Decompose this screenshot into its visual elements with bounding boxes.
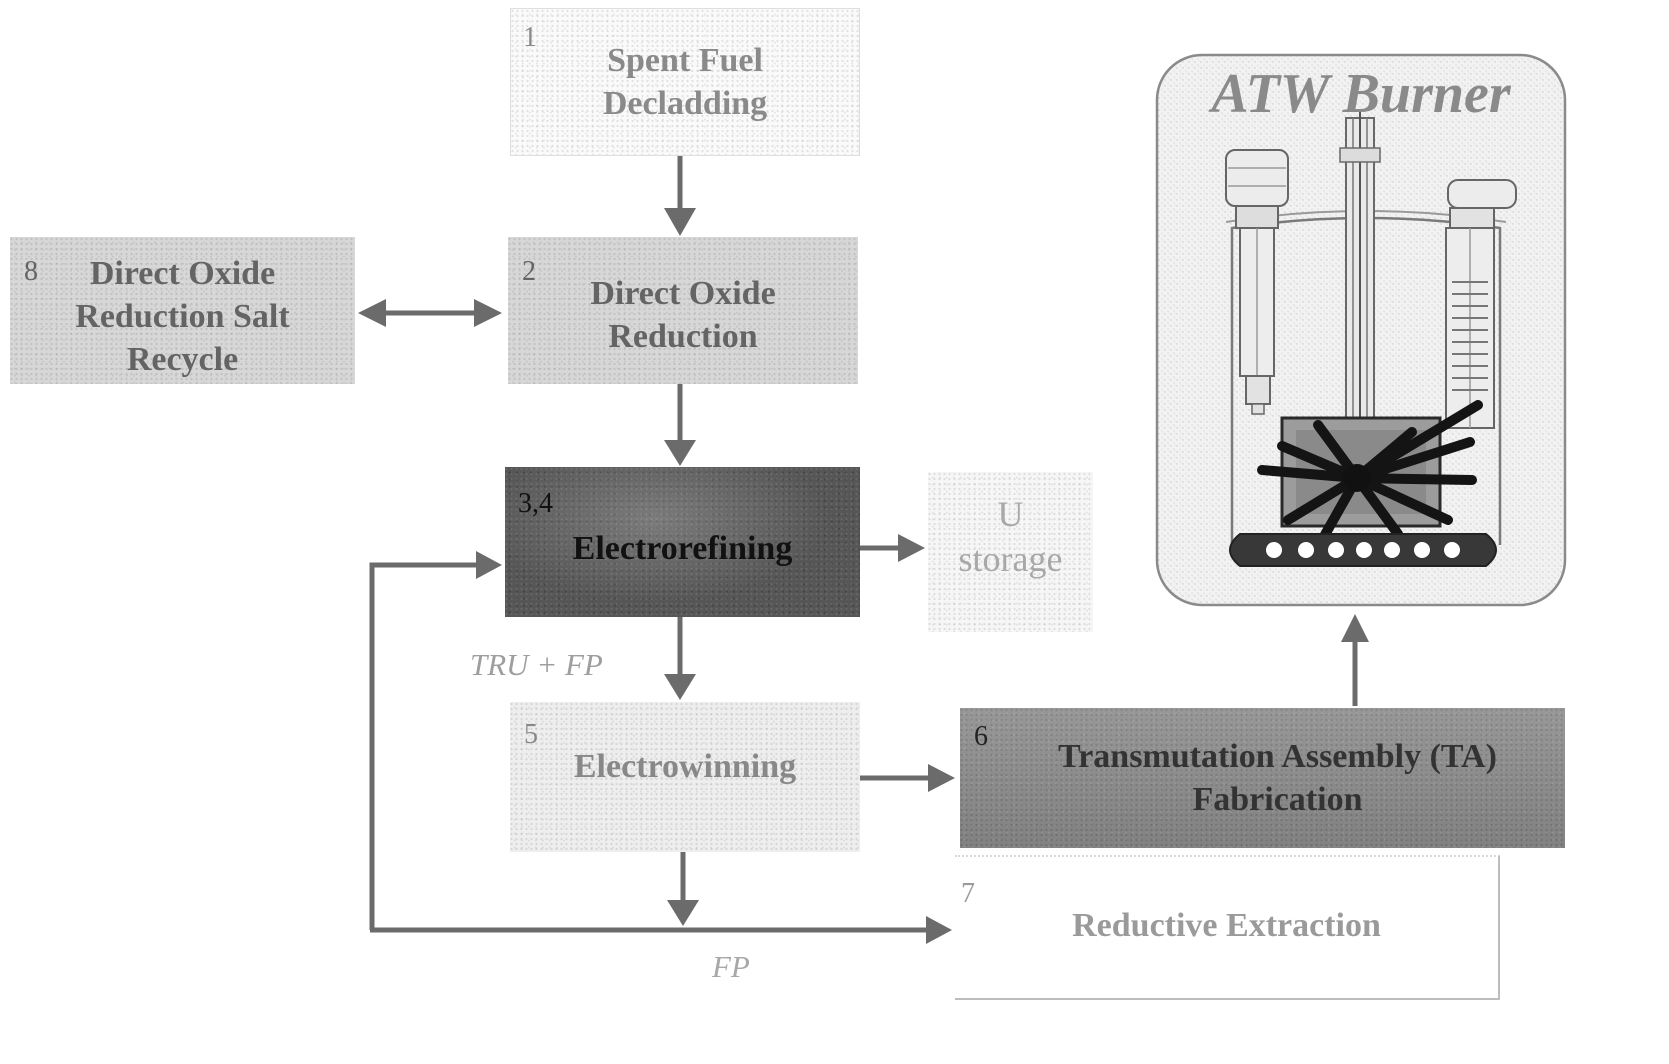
node-electrowinning: 5 Electrowinning	[510, 702, 860, 852]
node-label-line: Direct Oxide	[89, 255, 276, 292]
node-number: 2	[522, 256, 536, 287]
node-label-line: Direct Oxide	[590, 274, 776, 312]
arrow-6-to-burner	[1341, 614, 1369, 706]
node-label-line: Recycle	[126, 341, 239, 378]
node-label-line: Decladding	[602, 85, 768, 122]
node-label-line: Spent Fuel	[607, 42, 763, 79]
node-number: 1	[523, 22, 537, 53]
node-salt-recycle: 8 Direct Oxide Reduction Salt Recycle	[10, 237, 355, 384]
left-pump	[1225, 149, 1289, 415]
node-number: 5	[524, 719, 538, 750]
vessel-base	[1229, 533, 1497, 567]
reactor-vessel-icon	[1155, 53, 1567, 607]
burner-panel	[1155, 53, 1567, 607]
node-label-line: U	[997, 494, 1024, 534]
reactor-core	[1257, 400, 1483, 545]
arrow-5-to-6	[860, 764, 955, 792]
node-electrorefining: 3,4 Electrorefining	[505, 467, 860, 617]
arrow-recycle-loop-to-34	[369, 551, 502, 930]
node-direct-oxide-reduction: 2 Direct Oxide Reduction	[508, 237, 858, 384]
node-reductive-extraction: 7 Reductive Extraction	[955, 855, 1500, 1000]
arrow-8-to-2-bidirectional	[358, 299, 502, 327]
node-label-line: Reductive Extraction	[1072, 907, 1381, 944]
node-number: 6	[974, 721, 988, 752]
arrow-1-to-2	[664, 156, 696, 236]
arrow-34-to-5	[664, 617, 696, 700]
right-heat-exchanger	[1445, 179, 1517, 429]
arrow-34-to-u-storage	[860, 534, 925, 562]
vessel-outline	[1230, 216, 1502, 545]
control-rod	[1339, 112, 1381, 471]
node-label-line: storage	[958, 539, 1063, 579]
node-ta-fabrication: 6 Transmutation Assembly (TA) Fabricatio…	[960, 708, 1565, 848]
burner-title: ATW Burner	[1211, 63, 1511, 125]
arrow-5-down	[667, 852, 699, 926]
node-label-line: Reduction Salt	[75, 298, 290, 335]
node-spent-fuel-decladding: 1 Spent Fuel Decladding	[510, 8, 860, 156]
node-number: 7	[961, 878, 975, 909]
arrow-2-to-34	[664, 384, 696, 466]
edge-label-tru-fp: TRU + FP	[470, 647, 603, 682]
node-number: 3,4	[518, 488, 553, 519]
edge-label-fp: FP	[712, 949, 750, 984]
node-label-line: Reduction	[608, 317, 758, 355]
node-label-line: Electrorefining	[572, 529, 793, 567]
node-number: 8	[24, 256, 38, 287]
vessel-flange	[1225, 210, 1507, 223]
node-label-line: Fabrication	[1192, 781, 1363, 818]
node-u-storage: U storage	[928, 472, 1093, 632]
node-label-line: Transmutation Assembly (TA)	[1058, 738, 1497, 775]
node-label-line: Electrowinning	[573, 747, 797, 785]
arrow-fp-to-7	[370, 916, 952, 944]
